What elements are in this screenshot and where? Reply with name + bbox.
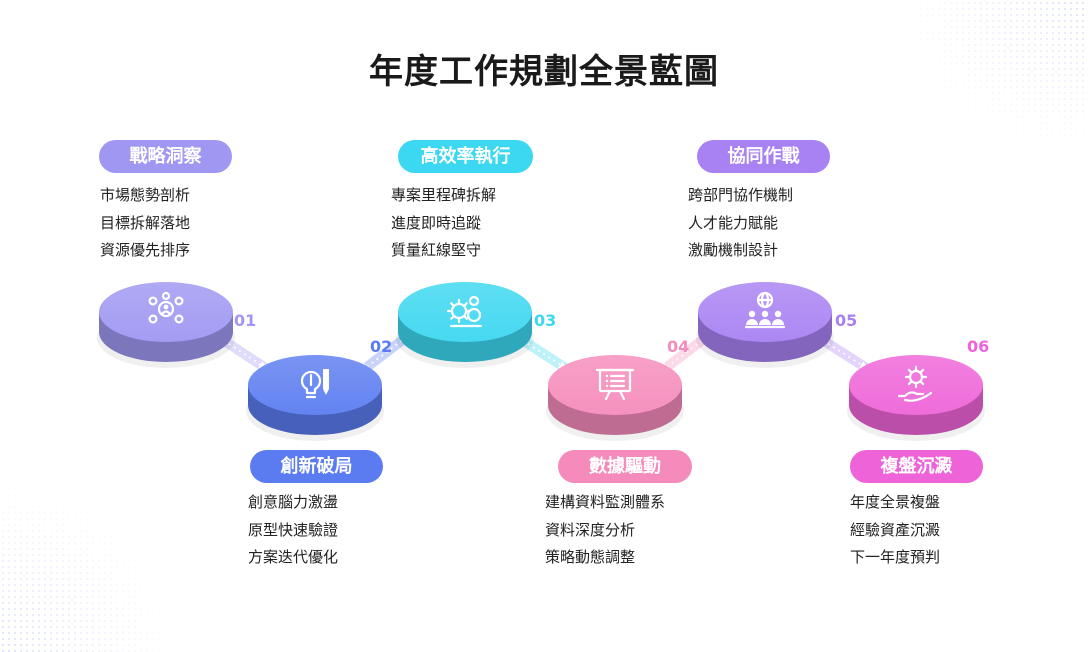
corner-dots-top-right [900, 0, 1088, 150]
strategy-network-icon [148, 291, 184, 324]
step-item: 激勵機制設計 [688, 241, 779, 259]
step-item: 年度全景複盤 [850, 493, 941, 511]
step-item: 市場態勢剖析 [100, 186, 191, 204]
step-item: 資料深度分析 [545, 520, 636, 539]
step-item-list: 建構資料監測體系資料深度分析策略動態調整 [545, 489, 665, 572]
step-label-pill: 數據驅動 [558, 450, 692, 483]
step-label-pill: 複盤沉澱 [850, 450, 983, 483]
step-item: 人才能力賦能 [688, 213, 779, 232]
step-number: 01 [234, 311, 257, 330]
step-number: 03 [534, 311, 557, 330]
step-item: 進度即時追蹤 [391, 213, 482, 232]
step-item: 建構資料監測體系 [545, 493, 666, 511]
step-number: 04 [667, 337, 690, 356]
step-label-pill: 高效率執行 [398, 140, 533, 173]
step-number: 02 [370, 337, 393, 356]
gears-clock-icon [446, 295, 483, 328]
step-label-pill: 協同作戰 [697, 140, 830, 173]
step-label-pill: 戰略洞察 [99, 140, 232, 173]
step-item: 跨部門協作機制 [688, 186, 794, 204]
corner-dots-bottom-left [0, 480, 170, 652]
step-number: 05 [835, 311, 858, 330]
step-item: 專案里程碑拆解 [391, 186, 497, 204]
step-label-pill: 創新破局 [250, 450, 383, 483]
step-item-list: 跨部門協作機制人才能力賦能激勵機制設計 [688, 182, 793, 265]
step-item: 創意腦力激盪 [248, 493, 339, 511]
step-item-list: 年度全景複盤經驗資產沉澱下一年度預判 [850, 489, 940, 572]
lightbulb-pencil-icon [300, 369, 329, 399]
presentation-board-icon [595, 368, 635, 401]
step-item: 目標拆解落地 [100, 213, 191, 232]
step-item: 質量紅線堅守 [391, 241, 482, 259]
step-item: 方案迭代優化 [248, 548, 339, 566]
gear-hand-icon [897, 365, 933, 402]
step-item: 策略動態調整 [545, 548, 636, 566]
step-item-list: 專案里程碑拆解進度即時追蹤質量紅線堅守 [391, 182, 496, 265]
team-globe-icon [744, 291, 786, 329]
step-item: 原型快速驗證 [248, 520, 339, 539]
step-item: 資源優先排序 [100, 241, 191, 259]
step-number: 06 [967, 337, 990, 356]
step-item: 下一年度預判 [850, 548, 941, 566]
step-item-list: 創意腦力激盪原型快速驗證方案迭代優化 [248, 489, 338, 572]
step-item: 經驗資產沉澱 [850, 520, 941, 539]
page-title: 年度工作規劃全景藍圖 [369, 52, 719, 92]
step-item-list: 市場態勢剖析目標拆解落地資源優先排序 [100, 182, 190, 265]
